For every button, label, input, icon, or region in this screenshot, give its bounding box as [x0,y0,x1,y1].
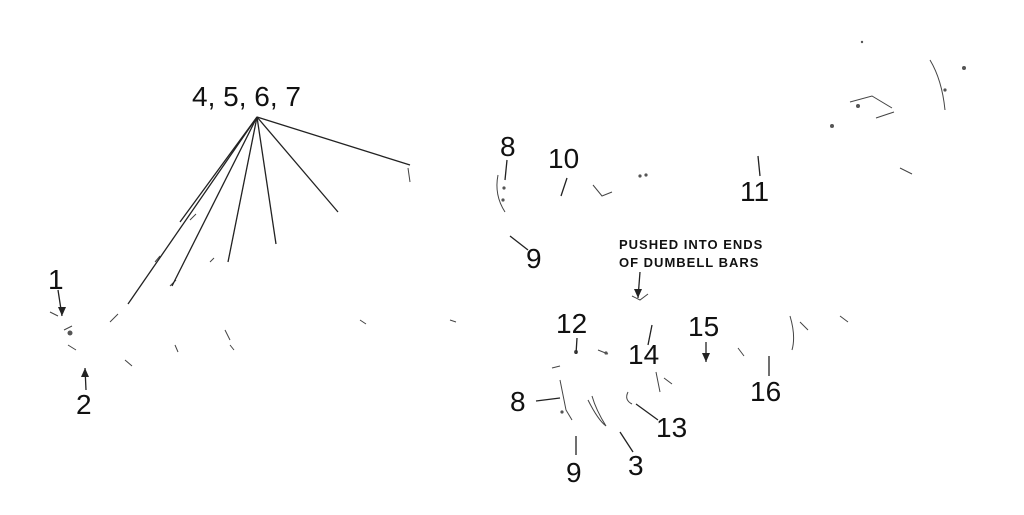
callout-11: 11 [740,176,769,207]
callout-8-top: 8 [500,131,516,162]
arrowheads [58,289,710,377]
leader-lines [57,116,770,455]
callout-1: 1 [48,264,64,295]
callout-2: 2 [76,389,92,420]
callout-14: 14 [628,339,659,370]
callout-3: 3 [628,450,644,481]
assembly-note: PUSHED INTO ENDS OF DUMBELL BARS [619,237,763,270]
callout-9-top: 9 [526,243,542,274]
callout-labels: 4, 5, 6, 7 1 2 8 9 10 11 12 14 15 16 8 9… [48,81,781,488]
callout-4-5-6-7: 4, 5, 6, 7 [192,81,301,112]
callout-16: 16 [750,376,781,407]
callout-10: 10 [548,143,579,174]
callout-13: 13 [656,412,687,443]
note-line-1: PUSHED INTO ENDS [619,237,763,252]
callout-15: 15 [688,311,719,342]
callout-8-bottom: 8 [510,386,526,417]
note-line-2: OF DUMBELL BARS [619,255,759,270]
callout-9-bottom: 9 [566,457,582,488]
callout-12: 12 [556,308,587,339]
faint-part-drawings [49,59,946,427]
